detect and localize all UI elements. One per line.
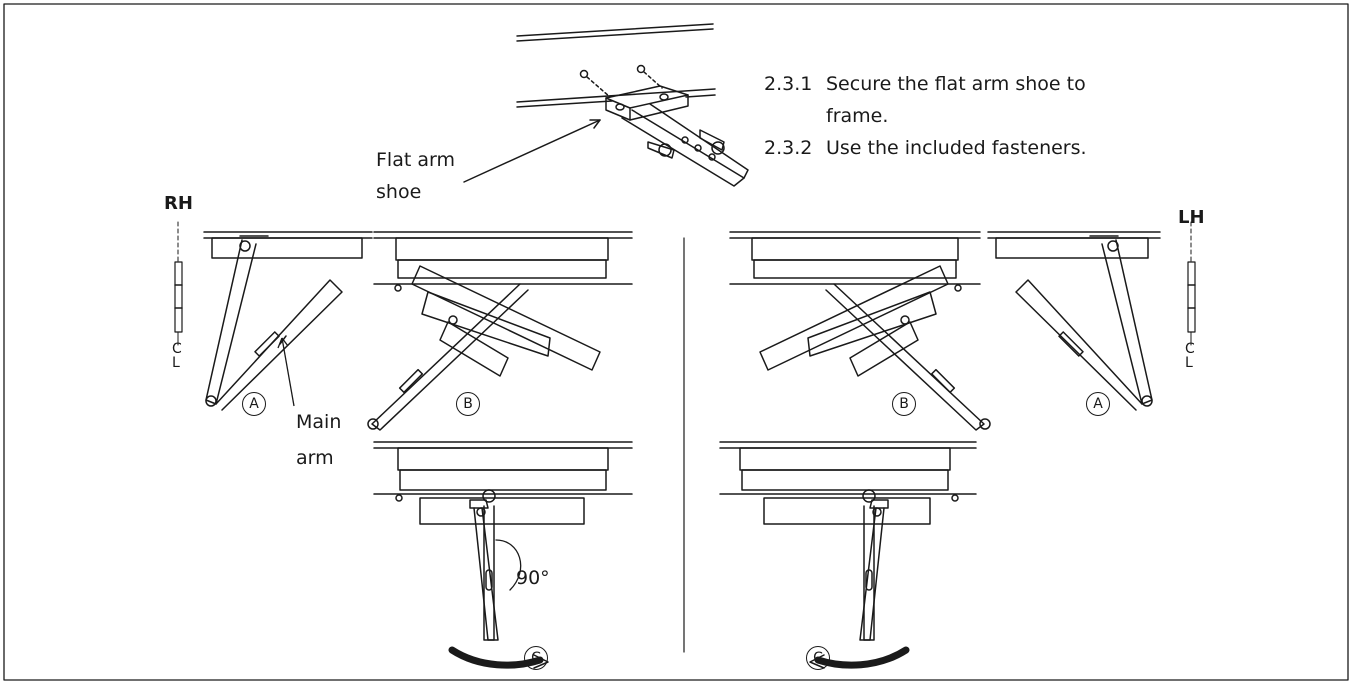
main-arm-label-cont: arm xyxy=(296,447,334,469)
main-arm-label: Main xyxy=(296,411,342,433)
rh-centerline-label: CL xyxy=(172,341,182,371)
rh-figure-b xyxy=(367,231,633,431)
lh-marker-a: A xyxy=(1086,392,1110,416)
flat-arm-shoe-label-cont: shoe xyxy=(376,181,422,203)
lh-label: LH xyxy=(1178,207,1205,228)
instruction-1-text-cont: frame. xyxy=(826,105,889,127)
rh-marker-c: C xyxy=(524,646,548,670)
lh-figure-a xyxy=(987,231,1161,411)
lh-marker-c: C xyxy=(806,646,830,670)
rh-marker-a: A xyxy=(242,392,266,416)
rh-centerline xyxy=(174,221,183,346)
lh-centerline xyxy=(1187,221,1196,346)
rh-marker-b: B xyxy=(456,392,480,416)
flat-arm-shoe-label: Flat arm xyxy=(376,149,455,171)
angle-label: 90° xyxy=(516,567,550,589)
instruction-2-text: Use the included fasteners. xyxy=(826,137,1087,159)
lh-figure-b xyxy=(729,231,991,431)
lh-figure-c xyxy=(719,441,977,669)
lh-marker-b: B xyxy=(892,392,916,416)
instruction-1-number: 2.3.1 xyxy=(764,73,813,95)
instruction-2-number: 2.3.2 xyxy=(764,137,813,159)
diagram-border xyxy=(3,3,1349,681)
rh-figure-a xyxy=(203,231,373,411)
instruction-1-text: Secure the flat arm shoe to xyxy=(826,73,1086,95)
rh-label: RH xyxy=(164,193,193,214)
flat-arm-shoe-detail xyxy=(463,23,749,187)
lh-centerline-label: CL xyxy=(1185,341,1195,371)
